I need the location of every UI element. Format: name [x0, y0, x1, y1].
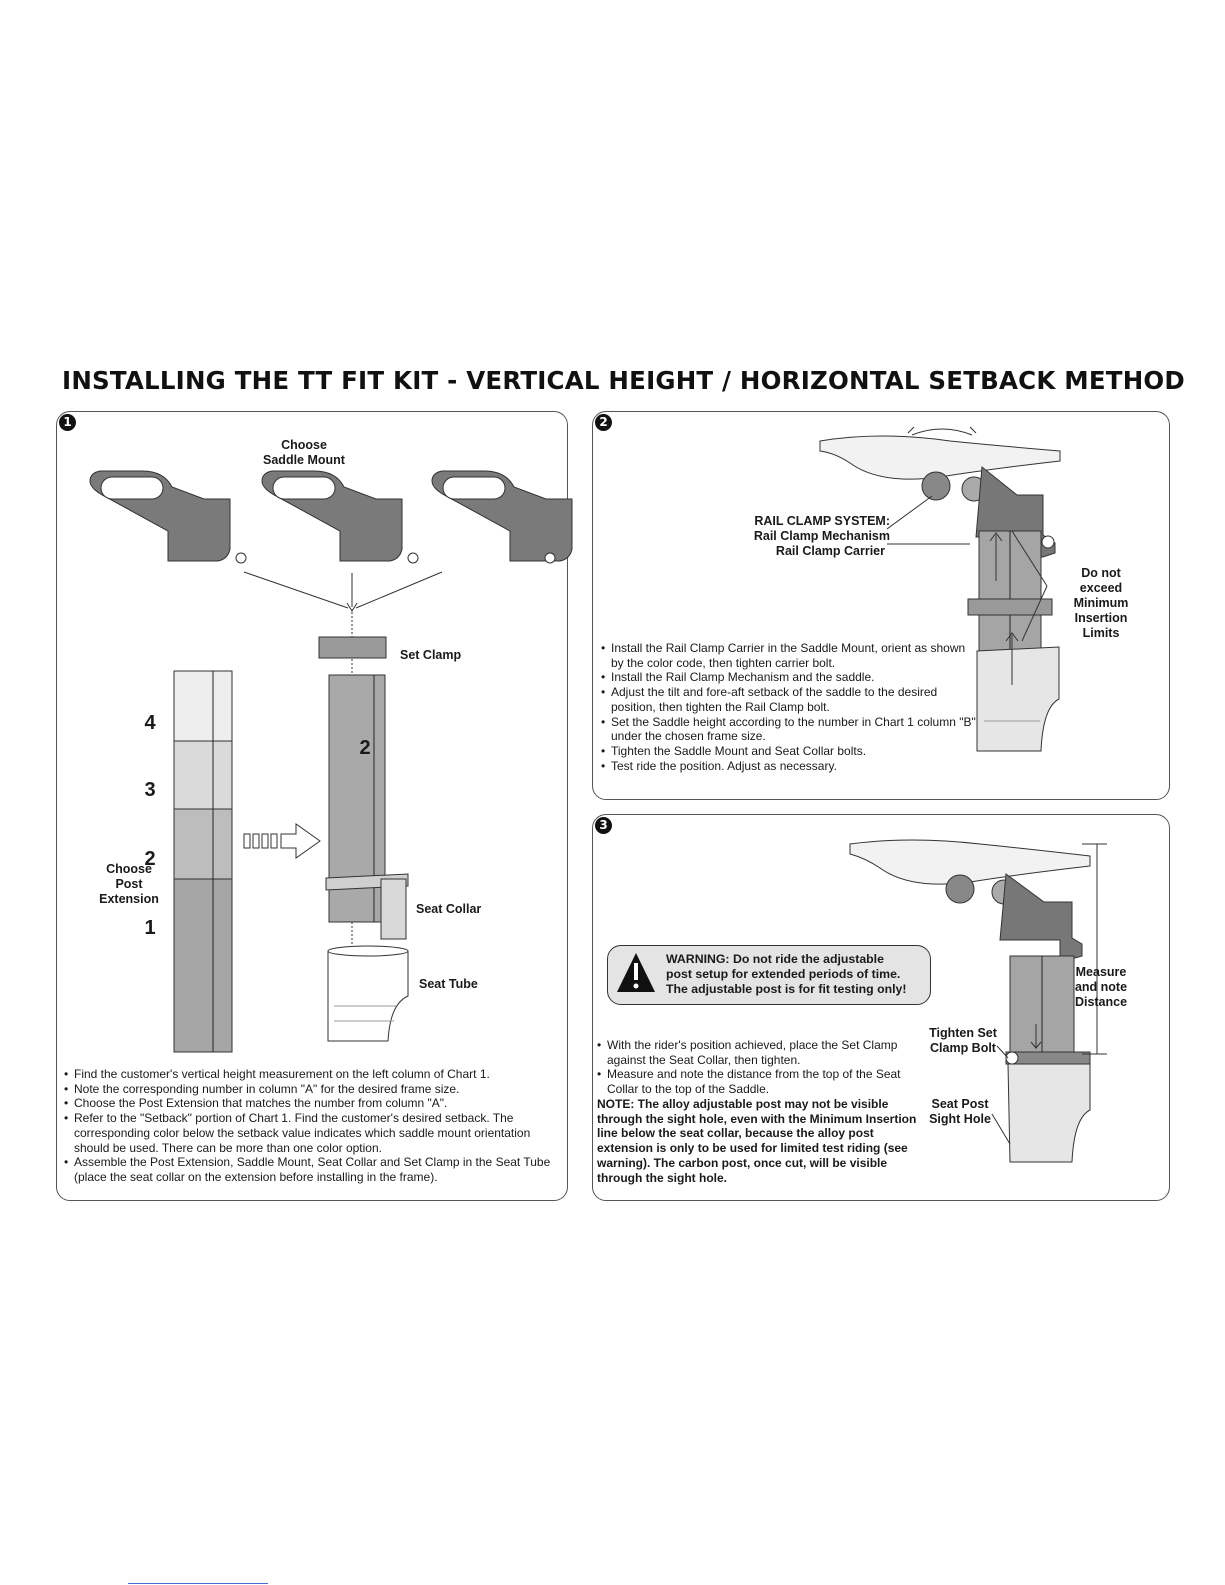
- rail-clamp-mechanism-label: Rail Clamp Mechanism: [753, 529, 890, 543]
- selected-extension-number: 2: [359, 737, 371, 759]
- rail-clamp-system-label: RAIL CLAMP SYSTEM:: [754, 514, 890, 528]
- list-item: Choose the Post Extension that matches t…: [64, 1096, 564, 1111]
- list-item: Note the corresponding number in column …: [64, 1082, 564, 1097]
- step-3-illustration: [849, 839, 1107, 1163]
- seat-tube-icon: [327, 945, 409, 1042]
- page-title: INSTALLING THE TT FIT KIT - VERTICAL HEI…: [62, 366, 1185, 395]
- post-extension-stack: [173, 670, 233, 1053]
- seat-tube-label: Seat Tube: [419, 977, 478, 991]
- step-2-number: 2: [595, 414, 612, 431]
- warning-box: WARNING: Do not ride the adjustable post…: [607, 945, 931, 1005]
- step-2-instructions: Install the Rail Clamp Carrier in the Sa…: [601, 641, 981, 773]
- list-item: With the rider's position achieved, plac…: [597, 1038, 902, 1067]
- list-item: Test ride the position. Adjust as necess…: [601, 759, 981, 774]
- list-item: Tighten the Saddle Mount and Seat Collar…: [601, 744, 981, 759]
- choose-saddle-mount-label: Choose Saddle Mount: [263, 438, 345, 467]
- rail-clamp-mechanism-icon: [921, 471, 951, 501]
- extension-number-2: 2: [144, 848, 156, 870]
- saddle-mount-icon: [89, 470, 247, 564]
- right-arrow-icon: [243, 823, 321, 859]
- arrow-icon: [243, 571, 443, 612]
- extension-number-3: 3: [144, 779, 156, 801]
- insertion-limits-label: Do not exceed Minimum Insertion Limits: [1073, 566, 1129, 640]
- list-item: Install the Rail Clamp Mechanism and the…: [601, 670, 981, 685]
- divider: [128, 1583, 268, 1584]
- tighten-set-clamp-bolt-label: Tighten Set Clamp Bolt: [929, 1026, 997, 1055]
- set-clamp-icon: [318, 636, 387, 659]
- saddle-mount-icon: [999, 873, 1083, 961]
- rail-clamp-carrier-label: Rail Clamp Carrier: [775, 544, 885, 558]
- extension-number-4: 4: [144, 712, 156, 734]
- step-1-instructions: Find the customer's vertical height meas…: [64, 1067, 564, 1185]
- list-item: Assemble the Post Extension, Saddle Moun…: [64, 1155, 564, 1184]
- list-item: Refer to the "Setback" portion of Chart …: [64, 1111, 564, 1155]
- step-1-illustration: [89, 470, 573, 1053]
- saddle-icon: [819, 435, 1061, 480]
- step-2-illustration: [819, 426, 1061, 752]
- extension-number-1: 1: [144, 917, 156, 939]
- step-3-number: 3: [595, 817, 612, 834]
- seat-post-sight-hole-label: Seat Post Sight Hole: [929, 1097, 991, 1126]
- list-item: Find the customer's vertical height meas…: [64, 1067, 564, 1082]
- seat-tube-icon: [976, 646, 1060, 752]
- warning-text: WARNING: Do not ride the adjustable post…: [666, 952, 907, 996]
- step-1-number: 1: [59, 414, 76, 431]
- seat-tube-icon: [1007, 1063, 1091, 1163]
- saddle-mount-icon: [261, 470, 419, 564]
- set-clamp-label: Set Clamp: [400, 648, 462, 662]
- saddle-mount-icon: [431, 470, 573, 564]
- list-item: Set the Saddle height according to the n…: [601, 715, 981, 744]
- list-item: Measure and note the distance from the t…: [597, 1067, 902, 1096]
- seat-collar-label: Seat Collar: [416, 902, 482, 916]
- saddle-icon: [849, 839, 1091, 885]
- list-item: Adjust the tilt and fore-aft setback of …: [601, 685, 981, 714]
- list-item: Install the Rail Clamp Carrier in the Sa…: [601, 641, 981, 670]
- step-3-note: NOTE: The alloy adjustable post may not …: [597, 1097, 917, 1185]
- warning-icon: [617, 953, 655, 992]
- step-3-instructions: With the rider's position achieved, plac…: [597, 1038, 902, 1097]
- choose-post-extension-label: Choose Post Extension: [99, 862, 159, 906]
- measure-distance-label: Measure and note Distance: [1074, 965, 1128, 1009]
